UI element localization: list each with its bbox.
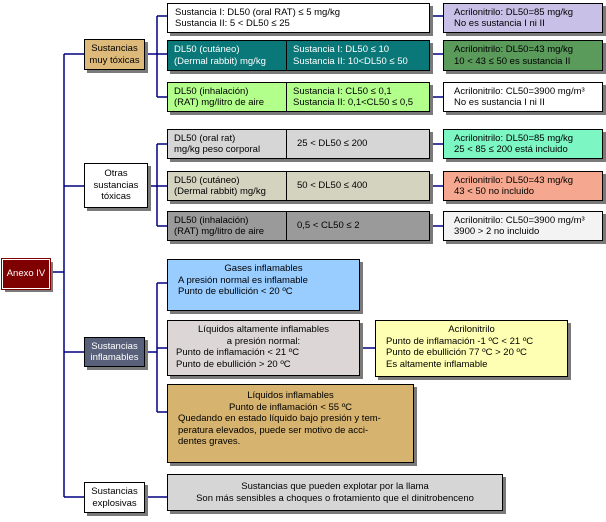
- otras-toxicas-subtree: [148, 143, 167, 227]
- liquidos-line: dentes graves.: [178, 436, 241, 447]
- result-line: No es sustancia I ni II: [454, 97, 545, 108]
- otras-toxicas-cutaneo-criteria: DL50 (cutáneo) (Dermal rabbit) mg/kg 50 …: [167, 171, 430, 201]
- muy-toxicas-subtree: [145, 15, 167, 98]
- category-label-line: tóxicas: [101, 191, 131, 203]
- otras-toxicas-inhalacion-result: Acrilonitrilo: CL50=3900 mg/m³ 3900 > 2 …: [443, 211, 603, 241]
- criteria-line: Sustancia II: 5 < DL50 ≤ 25: [175, 18, 290, 29]
- criteria-test-cell: DL50 (cutáneo) (Dermal rabbit) mg/kg: [168, 172, 287, 200]
- liquidos-alt-line: Punto de ebullición > 20 ºC: [176, 358, 291, 370]
- inflamables-subtree: [145, 282, 167, 413]
- criteria-test-cell: DL50 (inhalación) (RAT) mg/litro de aire: [168, 83, 287, 111]
- category-label-line: Sustancias: [91, 486, 138, 497]
- acrilonitrilo-line: Punto de inflamación -1 ºC < 21 ºC: [386, 335, 534, 347]
- result-line: Acrilonitrilo: CL50=3900 mg/m³: [454, 214, 585, 226]
- muy-toxicas-oral-criteria: Sustancia I: DL50 (oral RAT) ≤ 5 mg/kg S…: [167, 3, 430, 33]
- criteria-line: 50 < DL50 ≤ 400: [297, 180, 368, 192]
- criteria-threshold-cell: Sustancia I: CL50 ≤ 0,1 Sustancia II: 0,…: [287, 83, 429, 111]
- otras-toxicas-oral-criteria: DL50 (oral rat) mg/kg peso corporal 25 <…: [167, 129, 430, 159]
- category-otras-toxicas: Otras sustancias tóxicas: [84, 163, 148, 208]
- liquidos-title: Punto de inflamación < 55 ºC: [228, 401, 353, 413]
- result-line: Acrilonitrilo: DL50=43 mg/kg: [454, 44, 574, 55]
- category-label-line: muy tóxicas: [89, 54, 140, 66]
- result-line: Acrilonitrilo: CL50=3900 mg/m³: [454, 85, 585, 97]
- criteria-test-cell: DL50 (inhalación) (RAT) mg/litro de aire: [168, 212, 287, 240]
- inflamables-gases: Gases inflamables A presión normal es in…: [167, 259, 360, 311]
- muy-toxicas-cutaneo-result: Acrilonitrilo: DL50=43 mg/kg 10 < 43 ≤ 5…: [443, 40, 603, 71]
- result-line: 10 < 43 ≤ 50 es sustancia II: [454, 55, 571, 67]
- category-label-line: inflamables: [90, 352, 139, 363]
- criteria-line: DL50 (inhalación): [174, 85, 249, 97]
- root-label: Anexo IV: [6, 268, 46, 280]
- gases-line: Punto de ebullición < 20 ºC: [178, 286, 293, 297]
- liquidos-alt-title: Líquidos altamente inflamables: [198, 324, 329, 335]
- category-label-line: Otras: [104, 168, 128, 180]
- category-label-line: sustancias: [93, 179, 139, 191]
- liquidos-line: peratura elevados, puede ser motivo de a…: [178, 424, 369, 436]
- criteria-line: Sustancia I: DL50 (oral RAT) ≤ 5 mg/kg: [175, 6, 341, 18]
- criteria-line: mg/kg peso corporal: [174, 144, 261, 155]
- category-label-line: Sustancias: [91, 43, 138, 54]
- liquidos-line: Quedando en estado líquido bajo presión …: [178, 413, 381, 424]
- acrilonitrilo-line: Es altamente inflamable: [386, 358, 488, 370]
- root-node: Anexo IV: [2, 259, 50, 289]
- muy-toxicas-inhalacion-criteria: DL50 (inhalación) (RAT) mg/litro de aire…: [167, 82, 430, 112]
- inflamables-liquidos-altamente: Líquidos altamente inflamables a presión…: [167, 320, 360, 376]
- criteria-threshold-cell: 50 < DL50 ≤ 400: [287, 172, 429, 200]
- criteria-line: DL50 (cutáneo): [174, 44, 240, 55]
- criteria-line: Sustancia II: 0,1<CL50 ≤ 0,5: [293, 97, 414, 108]
- result-line: Acrilonitrilo: DL50=43 mg/kg: [454, 174, 574, 186]
- muy-toxicas-cutaneo-criteria: DL50 (cutáneo) (Dermal rabbit) mg/kg Sus…: [167, 40, 430, 71]
- criteria-line: (RAT) mg/litro de aire: [174, 226, 265, 237]
- otras-toxicas-cutaneo-result: Acrilonitrilo: DL50=43 mg/kg 43 < 50 no …: [443, 171, 603, 201]
- otras-toxicas-result-links: [430, 143, 443, 227]
- result-line: 25 < 85 ≤ 200 está incluido: [454, 144, 568, 155]
- gases-line: A presión normal es inflamable: [178, 274, 308, 286]
- inflamables-acrilonitrilo: Acrilonitrilo Punto de inflamación -1 ºC…: [375, 320, 568, 377]
- criteria-line: (Dermal rabbit) mg/kg: [174, 55, 266, 67]
- acrilonitrilo-line: Punto de ebullición 77 ºC > 20 ºC: [386, 347, 527, 358]
- result-line: 43 < 50 no incluido: [454, 186, 535, 197]
- liquidos-alt-title: a presión normal:: [226, 335, 301, 347]
- criteria-threshold-cell: 25 < DL50 ≤ 200: [287, 130, 429, 158]
- category-label-line: Sustancias: [91, 340, 138, 352]
- otras-toxicas-inhalacion-criteria: DL50 (inhalación) (RAT) mg/litro de aire…: [167, 211, 430, 241]
- criteria-line: Sustancia I: CL50 ≤ 0,1: [293, 85, 392, 97]
- criteria-line: 0,5 < CL50 ≤ 2: [297, 220, 360, 232]
- explosivas-description: Sustancias que pueden explotar por la ll…: [167, 474, 503, 511]
- criteria-line: Sustancia II: 10<DL50 ≤ 50: [293, 55, 408, 67]
- category-muy-toxicas: Sustancias muy tóxicas: [84, 39, 145, 70]
- muy-toxicas-result-links: [430, 15, 443, 98]
- result-line: No es sustancia I ni II: [454, 18, 545, 29]
- criteria-line: Sustancia I: DL50 ≤ 10: [293, 44, 390, 55]
- muy-toxicas-oral-result: Acrilonitrilo: DL50=85 mg/kg No es susta…: [443, 3, 603, 33]
- criteria-line: (Dermal rabbit) mg/kg: [174, 186, 266, 197]
- category-label-line: explosivas: [92, 497, 137, 509]
- criteria-line: (RAT) mg/litro de aire: [174, 97, 265, 108]
- explosivas-line: Sustancias que pueden explotar por la ll…: [241, 481, 429, 492]
- liquidos-alt-line: Punto de inflamación < 21 ºC: [176, 347, 300, 358]
- criteria-threshold-cell: Sustancia I: DL50 ≤ 10 Sustancia II: 10<…: [287, 41, 429, 70]
- criteria-line: DL50 (oral rat): [174, 132, 236, 144]
- otras-toxicas-oral-result: Acrilonitrilo: DL50=85 mg/kg 25 < 85 ≤ 2…: [443, 129, 603, 159]
- explosivas-line: Son más sensibles a choques o frotamient…: [196, 492, 474, 504]
- criteria-test-cell: DL50 (cutáneo) (Dermal rabbit) mg/kg: [168, 41, 287, 70]
- criteria-threshold-cell: 0,5 < CL50 ≤ 2: [287, 212, 429, 240]
- category-explosivas: Sustancias explosivas: [84, 482, 145, 513]
- liquidos-title: Líquidos inflamables: [247, 390, 334, 401]
- result-line: Acrilonitrilo: DL50=85 mg/kg: [454, 132, 574, 144]
- result-line: 3900 > 2 no incluido: [454, 226, 540, 237]
- category-inflamables: Sustancias inflamables: [84, 337, 145, 367]
- criteria-line: DL50 (inhalación): [174, 214, 249, 226]
- gases-title: Gases inflamables: [224, 263, 303, 274]
- result-line: Acrilonitrilo: DL50=85 mg/kg: [454, 6, 574, 18]
- inflamables-liquidos: Líquidos inflamables Punto de inflamació…: [167, 384, 414, 463]
- criteria-test-cell: DL50 (oral rat) mg/kg peso corporal: [168, 130, 287, 158]
- acrilonitrilo-title: Acrilonitrilo: [448, 324, 495, 335]
- criteria-line: DL50 (cutáneo): [174, 174, 240, 186]
- criteria-line: 25 < DL50 ≤ 200: [297, 138, 368, 150]
- muy-toxicas-inhalacion-result: Acrilonitrilo: CL50=3900 mg/m³ No es sus…: [443, 82, 603, 112]
